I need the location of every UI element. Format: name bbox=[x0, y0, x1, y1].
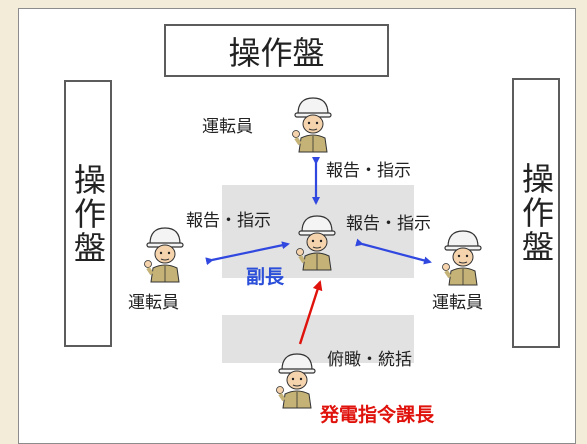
shift-manager-icon bbox=[276, 353, 316, 409]
operator-top-icon bbox=[292, 97, 332, 153]
overview-supervise-label: 俯瞰・統括 bbox=[327, 350, 412, 370]
deputy-role-label: 副長 bbox=[246, 266, 285, 288]
panel-top-label: 操作盤 bbox=[228, 33, 325, 72]
report-instruct-left-label: 報告・指示 bbox=[186, 211, 271, 231]
panel-left: 操作盤 bbox=[64, 80, 112, 347]
operator-top-label: 運転員 bbox=[202, 117, 253, 137]
report-instruct-right-label: 報告・指示 bbox=[346, 214, 431, 234]
operator-left-label: 運転員 bbox=[128, 293, 179, 313]
panel-right-label: 操作盤 bbox=[517, 162, 555, 264]
operator-right-label: 運転員 bbox=[432, 293, 483, 313]
deputy-icon bbox=[296, 215, 336, 271]
panel-left-label: 操作盤 bbox=[69, 162, 107, 265]
operator-right-icon bbox=[442, 230, 482, 286]
panel-right: 操作盤 bbox=[512, 78, 560, 348]
report-instruct-top-label: 報告・指示 bbox=[326, 161, 411, 181]
shift-manager-role-label: 発電指令課長 bbox=[320, 404, 435, 426]
panel-top: 操作盤 bbox=[164, 24, 389, 77]
operator-left-icon bbox=[144, 227, 184, 283]
